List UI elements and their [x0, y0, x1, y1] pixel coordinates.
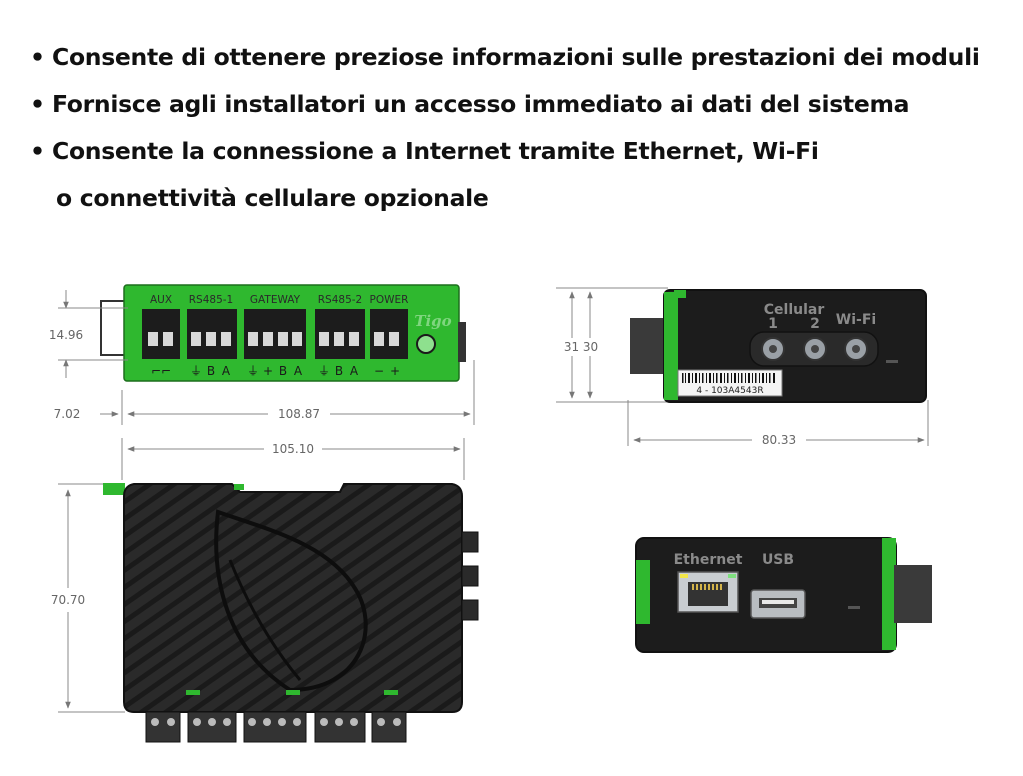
dim-height-label: 31 30	[564, 340, 598, 354]
bullet-text: Fornisce agli installatori un accesso im…	[52, 90, 910, 118]
label-ethernet: Ethernet	[674, 552, 743, 568]
terminal-symbol: ⏚	[318, 364, 330, 378]
terminal-symbol-row: ⌐⌐ ⏚ B A ⏚ + B A ⏚ B A − +	[151, 364, 400, 378]
bottom-terminal-blocks	[145, 711, 407, 743]
cellular-dimension-lines	[556, 287, 929, 446]
front-dimension-lines	[58, 290, 475, 425]
terminal-screws	[148, 332, 399, 346]
feature-bullets: •Consente di ottenere preziose informazi…	[30, 34, 1020, 222]
terminal-symbol: A	[222, 364, 231, 378]
din-clip	[100, 300, 126, 356]
label-cellular: Cellular	[764, 302, 825, 318]
header-label: GATEWAY	[250, 294, 301, 306]
bullet-continuation: o connettività cellulare opzionale	[56, 184, 489, 212]
bullet-item: •Consente di ottenere preziose informazi…	[30, 34, 1020, 81]
side-view-ethernet: Ethernet USB	[635, 537, 932, 653]
side-antenna-ports	[461, 531, 479, 621]
usb-port-icon	[750, 589, 806, 619]
terminal-stub	[894, 565, 932, 623]
leaf-logo-icon	[214, 509, 368, 693]
terminal-symbol: −	[374, 364, 384, 378]
bottom-terminal-screws	[151, 718, 401, 726]
header-label: AUX	[150, 294, 172, 306]
dim-height-label: 70.70	[51, 593, 85, 607]
bullet-text: Consente la connessione a Internet trami…	[52, 137, 819, 165]
side-view-cellular: 31 30 80.33 Cellular 1 2 Wi-Fi	[556, 287, 929, 447]
terminal-symbol: +	[263, 364, 273, 378]
header-label: RS485-2	[318, 294, 362, 306]
side-connector	[458, 322, 466, 362]
bullet-item: •Consente la connessione a Internet tram…	[30, 128, 1020, 175]
top-housing	[123, 483, 463, 713]
antenna-connectors	[761, 337, 868, 361]
led-slit	[384, 690, 398, 695]
header-label: RS485-1	[189, 294, 233, 306]
barcode-icon	[682, 373, 775, 383]
terminal-symbol: ⏚	[190, 364, 202, 378]
terminal-symbol: B	[207, 364, 215, 378]
label-usb: USB	[762, 552, 794, 568]
dim-width-label: 105.10	[272, 442, 314, 456]
led-slit	[286, 690, 300, 695]
dim-offset-label: 7.02	[54, 407, 81, 421]
terminal-symbol: +	[390, 364, 400, 378]
terminal-symbol: ⌐⌐	[151, 364, 171, 378]
bullet-mark: •	[30, 90, 45, 118]
bullet-text: Consente di ottenere preziose informazio…	[52, 43, 980, 71]
dim-width-label: 80.33	[762, 433, 796, 447]
top-view: 105.10 70.70	[51, 438, 479, 743]
label-port-1: 1	[768, 316, 778, 332]
terminal-symbol: A	[350, 364, 359, 378]
bullet-mark: •	[30, 43, 45, 71]
terminal-symbol: B	[279, 364, 287, 378]
terminal-symbol: A	[294, 364, 303, 378]
bullet-item: •Fornisce agli installatori un accesso i…	[30, 81, 1020, 128]
terminal-stub	[630, 318, 666, 374]
din-clip-green	[103, 483, 125, 495]
header-label: POWER	[370, 294, 409, 306]
ethernet-port-icon	[677, 571, 739, 613]
dim-height-label: 14.96	[49, 328, 83, 342]
terminal-symbol: ⏚	[247, 364, 259, 378]
dim-width-label: 108.87	[278, 407, 320, 421]
serial-number: 4 - 103A4543R	[696, 386, 763, 396]
terminal-symbol: B	[335, 364, 343, 378]
label-wifi: Wi-Fi	[836, 312, 876, 328]
bullet-mark: •	[30, 137, 45, 165]
brand-logo: Tigo	[414, 312, 451, 330]
label-port-2: 2	[810, 316, 820, 332]
led-slit	[186, 690, 200, 695]
power-led-icon	[416, 334, 436, 354]
front-view: AUX RS485-1 GATEWAY RS485-2 POWER Tigo ⌐…	[49, 284, 475, 425]
